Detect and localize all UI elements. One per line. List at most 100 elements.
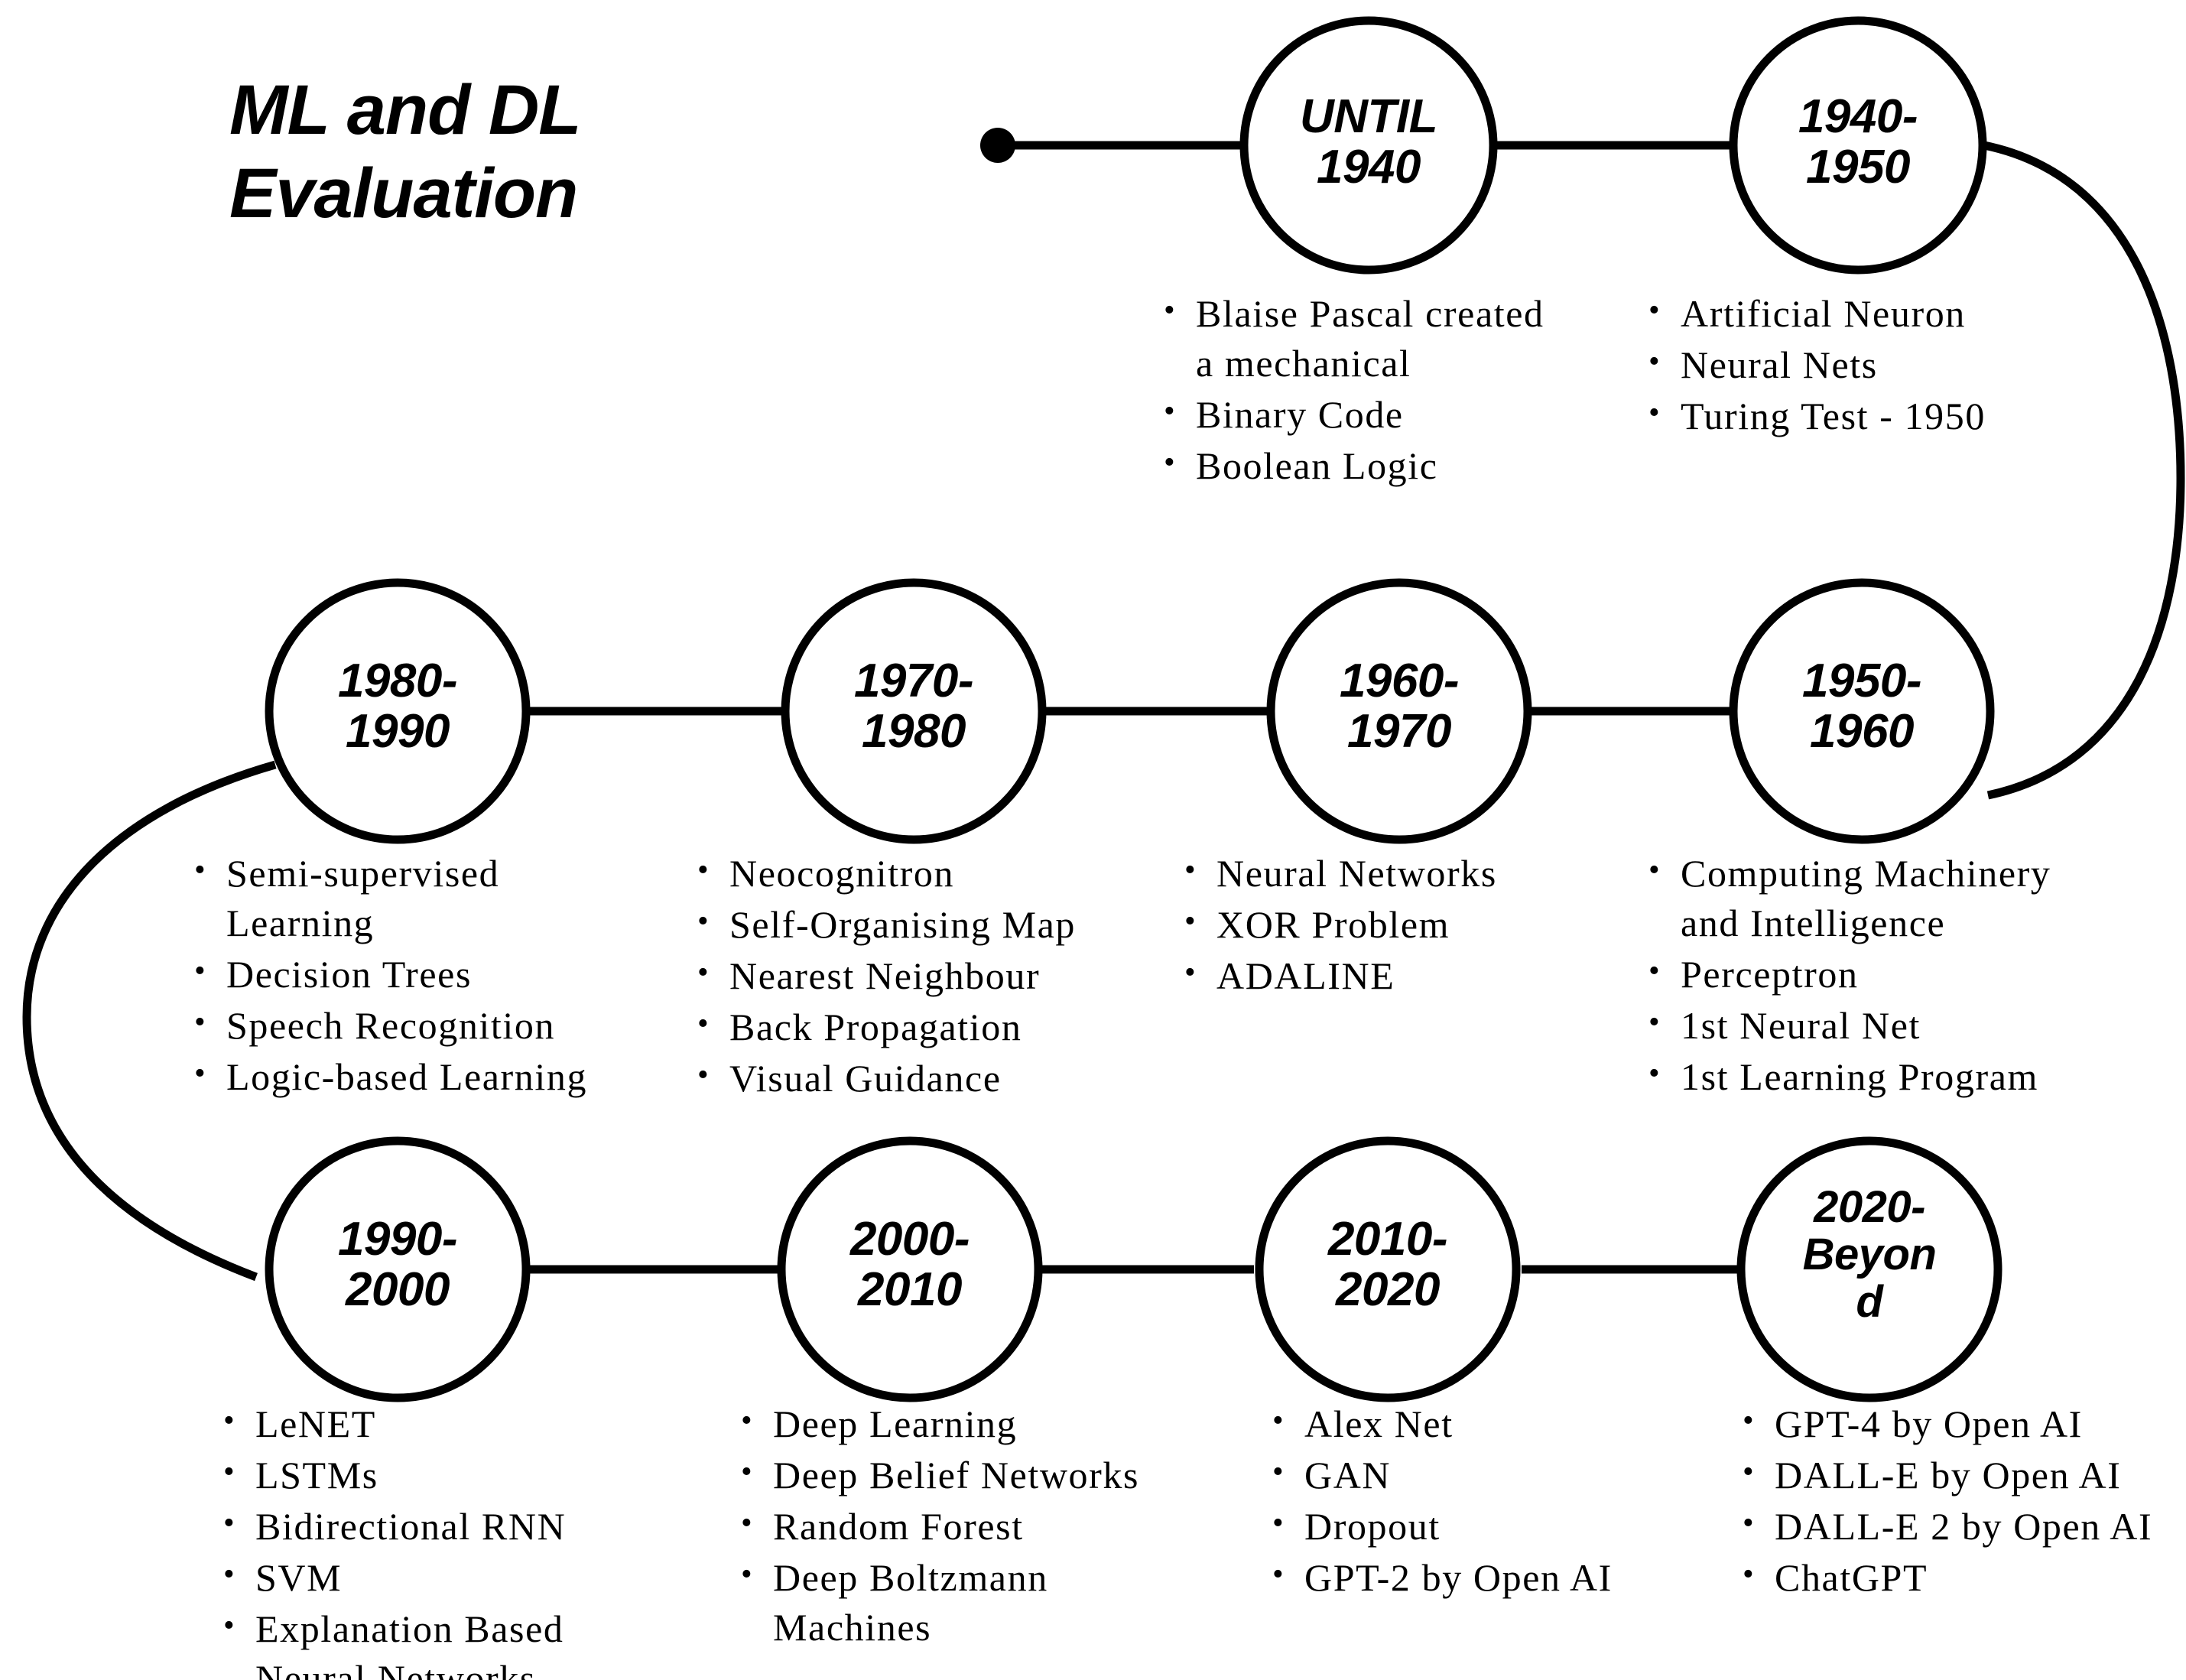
- node-circle-2010-2020[interactable]: [1255, 1136, 1521, 1402]
- bullet-item: Alex Net: [1269, 1399, 1713, 1449]
- bullets-1960-1970: Neural NetworksXOR ProblemADALINE: [1181, 848, 1625, 1002]
- bullet-list: Artificial NeuronNeural NetsTuring Test …: [1645, 288, 2135, 441]
- bullet-item: GPT-4 by Open AI: [1739, 1399, 2186, 1449]
- bullet-item: LSTMs: [220, 1450, 694, 1500]
- bullet-item: SVM: [220, 1552, 694, 1603]
- bullet-item: Explanation Based Neural Networks: [220, 1604, 694, 1680]
- node-label-line2: 2000: [346, 1263, 450, 1317]
- bullet-list: Deep LearningDeep Belief NetworksRandom …: [738, 1399, 1212, 1652]
- node-circle-2020-beyond[interactable]: [1736, 1136, 2002, 1402]
- node-label-line1: 2010-: [1327, 1213, 1448, 1266]
- timeline-start-dot-icon: [980, 128, 1015, 163]
- bullet-item: LeNET: [220, 1399, 694, 1449]
- bullet-item: Back Propagation: [694, 1002, 1153, 1052]
- node-circle-2000-2010[interactable]: [777, 1136, 1043, 1402]
- node-label-2000-2010: 2000- 2010: [795, 1214, 1025, 1316]
- node-circle-1960-1970[interactable]: [1266, 578, 1532, 844]
- node-label-line2: 1950: [1806, 141, 1910, 194]
- bullet-item: Neural Networks: [1181, 848, 1625, 898]
- bullet-item: ADALINE: [1181, 950, 1625, 1001]
- node-label-1990-2000: 1990- 2000: [283, 1214, 512, 1316]
- bullets-1970-1980: NeocognitronSelf-Organising MapNearest N…: [694, 848, 1153, 1105]
- node-label-line2: 2020: [1336, 1263, 1440, 1317]
- bullet-list: Alex NetGANDropoutGPT-2 by Open AI: [1269, 1399, 1713, 1603]
- bullets-2020-beyond: GPT-4 by Open AIDALL-E by Open AIDALL-E …: [1739, 1399, 2186, 1604]
- node-circle-until-1940[interactable]: [1239, 16, 1498, 275]
- bullet-item: Self-Organising Map: [694, 899, 1153, 950]
- page-title: ML and DL Evaluation: [229, 69, 795, 235]
- node-label-line2: 1990: [346, 705, 450, 759]
- node-label-1980-1990: 1980- 1990: [283, 655, 512, 759]
- bullet-item: Nearest Neighbour: [694, 950, 1153, 1001]
- node-label-line1: UNTIL: [1299, 90, 1438, 143]
- node-label-line2: Beyon: [1802, 1230, 1937, 1280]
- node-label-line1: 2000-: [849, 1213, 970, 1266]
- bullet-item: Decision Trees: [191, 949, 665, 999]
- bullet-item: GAN: [1269, 1450, 1713, 1500]
- node-circle-1990-2000[interactable]: [265, 1136, 531, 1402]
- bullets-1940-1950: Artificial NeuronNeural NetsTuring Test …: [1645, 288, 2135, 443]
- node-label-line1: 1970-: [853, 655, 974, 707]
- bullets-1980-1990: Semi-supervised LearningDecision TreesSp…: [191, 848, 665, 1103]
- node-label-line1: 1980-: [337, 655, 458, 707]
- bullet-item: DALL-E by Open AI: [1739, 1450, 2186, 1500]
- bullet-item: Boolean Logic: [1161, 440, 1589, 491]
- connector-left-wrap-curve: [22, 760, 277, 1282]
- node-circle-1980-1990[interactable]: [265, 578, 531, 844]
- node-circle-1940-1950[interactable]: [1729, 16, 1987, 275]
- bullet-list: LeNETLSTMsBidirectional RNNSVMExplanatio…: [220, 1399, 694, 1680]
- bullet-item: Deep Learning: [738, 1399, 1212, 1449]
- bullet-item: Logic-based Learning: [191, 1051, 665, 1102]
- node-label-line3: d: [1856, 1277, 1883, 1327]
- bullets-2010-2020: Alex NetGANDropoutGPT-2 by Open AI: [1269, 1399, 1713, 1604]
- node-circle-1950-1960[interactable]: [1729, 578, 1995, 844]
- node-label-line1: 1960-: [1339, 655, 1460, 707]
- bullet-list: GPT-4 by Open AIDALL-E by Open AIDALL-E …: [1739, 1399, 2186, 1603]
- bullet-item: Bidirectional RNN: [220, 1501, 694, 1552]
- bullet-item: Deep Boltzmann Machines: [738, 1552, 1212, 1652]
- bullet-item: 1st Learning Program: [1645, 1051, 2165, 1102]
- bullets-1990-2000: LeNETLSTMsBidirectional RNNSVMExplanatio…: [220, 1399, 694, 1680]
- bullet-item: GPT-2 by Open AI: [1269, 1552, 1713, 1603]
- node-label-line2: 1960: [1810, 705, 1914, 759]
- bullet-item: Semi-supervised Learning: [191, 848, 665, 948]
- node-label-line1: 2020-: [1814, 1182, 1925, 1232]
- bullet-item: Dropout: [1269, 1501, 1713, 1552]
- bullet-list: Blaise Pascal created a mechanicalBinary…: [1161, 288, 1589, 491]
- node-label-1950-1960: 1950- 1960: [1747, 655, 1976, 759]
- bullet-list: Computing Machinery and IntelligencePerc…: [1645, 848, 2165, 1102]
- node-label-1940-1950: 1940- 1950: [1743, 91, 1973, 194]
- node-label-1970-1980: 1970- 1980: [799, 655, 1028, 759]
- bullet-item: Computing Machinery and Intelligence: [1645, 848, 2165, 948]
- node-label-line2: 2010: [858, 1263, 962, 1317]
- bullet-item: Neural Nets: [1645, 340, 2135, 390]
- connector-right-wrap-curve: [1983, 141, 2185, 800]
- bullets-until-1940: Blaise Pascal created a mechanicalBinary…: [1161, 288, 1589, 492]
- bullets-2000-2010: Deep LearningDeep Belief NetworksRandom …: [738, 1399, 1212, 1654]
- node-label-line1: 1990-: [337, 1213, 458, 1266]
- bullet-item: Speech Recognition: [191, 1000, 665, 1051]
- page-title-line1: ML and DL: [229, 71, 582, 149]
- bullet-item: 1st Neural Net: [1645, 1000, 2165, 1051]
- bullet-item: XOR Problem: [1181, 899, 1625, 950]
- page-title-line2: Evaluation: [229, 154, 578, 232]
- bullet-list: NeocognitronSelf-Organising MapNearest N…: [694, 848, 1153, 1103]
- node-circle-1970-1980[interactable]: [781, 578, 1047, 844]
- node-label-2010-2020: 2010- 2020: [1273, 1214, 1502, 1316]
- node-label-line2: 1970: [1347, 705, 1451, 759]
- node-label-1960-1970: 1960- 1970: [1285, 655, 1514, 759]
- bullet-item: Random Forest: [738, 1501, 1212, 1552]
- bullet-list: Neural NetworksXOR ProblemADALINE: [1181, 848, 1625, 1001]
- node-label-until-1940: UNTIL 1940: [1254, 90, 1483, 193]
- node-label-2020-beyond: 2020- Beyon d: [1755, 1182, 1984, 1327]
- bullet-item: ChatGPT: [1739, 1552, 2186, 1603]
- node-label-line1: 1950-: [1801, 655, 1922, 707]
- bullet-item: Binary Code: [1161, 389, 1589, 440]
- bullet-item: Visual Guidance: [694, 1053, 1153, 1103]
- bullet-list: Semi-supervised LearningDecision TreesSp…: [191, 848, 665, 1102]
- node-label-line2: 1980: [862, 705, 966, 759]
- bullet-item: Artificial Neuron: [1645, 288, 2135, 339]
- bullet-item: Perceptron: [1645, 949, 2165, 999]
